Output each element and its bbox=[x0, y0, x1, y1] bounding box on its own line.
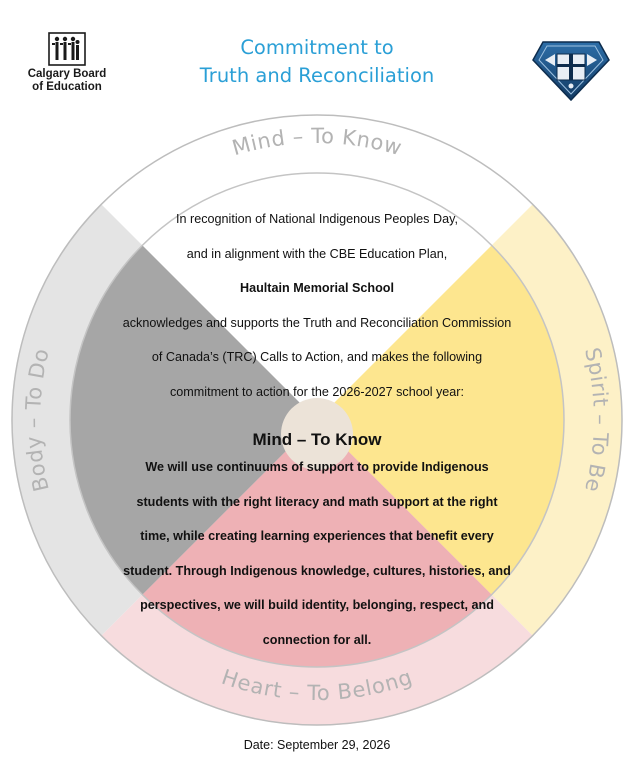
title-line1: Commitment to bbox=[240, 36, 394, 59]
statement-line: and in alignment with the CBE Education … bbox=[186, 246, 448, 261]
commitment-block: Mind – To Know We will use continuums of… bbox=[60, 425, 574, 662]
commitment-line: connection for all. bbox=[262, 632, 372, 647]
commitment-line: students with the right literacy and mat… bbox=[136, 494, 498, 509]
wheel-center bbox=[281, 398, 353, 470]
commitment-line: time, while creating learning experience… bbox=[140, 529, 494, 543]
cbe-figures-logo bbox=[48, 32, 86, 66]
commitment-line: We will use continuums of support to pro… bbox=[145, 460, 489, 474]
school-name: Haultain Memorial School bbox=[240, 281, 394, 295]
document-date: Date: September 29, 2026 bbox=[243, 738, 391, 752]
cbe-logo: Calgary Board of Education bbox=[22, 32, 112, 94]
org-name-line2: of Education bbox=[32, 81, 102, 93]
acknowledgement-statement: In recognition of National Indigenous Pe… bbox=[60, 207, 574, 414]
page-title: Commitment to Truth and Reconciliation bbox=[150, 34, 484, 90]
org-name: Calgary Board of Education bbox=[22, 68, 112, 94]
crest-logo bbox=[531, 40, 611, 107]
commitment-title: Mind – To Know bbox=[252, 430, 382, 449]
statement-line: acknowledges and supports the Truth and … bbox=[122, 315, 512, 330]
diamond-crest-logo bbox=[532, 41, 610, 102]
title-line2: Truth and Reconciliation bbox=[199, 64, 435, 87]
commitment-line: student. Through Indigenous knowledge, c… bbox=[123, 563, 511, 578]
commitment-text: We will use continuums of support to pro… bbox=[60, 455, 574, 662]
org-name-line1: Calgary Board bbox=[27, 68, 107, 80]
medicine-wheel: Mind – To Know Heart – To Belong Body – … bbox=[11, 114, 623, 726]
statement-line: commitment to action for the 2026-2027 s… bbox=[169, 384, 464, 399]
statement-line: In recognition of National Indigenous Pe… bbox=[176, 212, 458, 226]
commitment-line: perspectives, we will build identity, be… bbox=[140, 598, 494, 612]
statement-line: of Canada’s (TRC) Calls to Action, and m… bbox=[151, 350, 483, 364]
